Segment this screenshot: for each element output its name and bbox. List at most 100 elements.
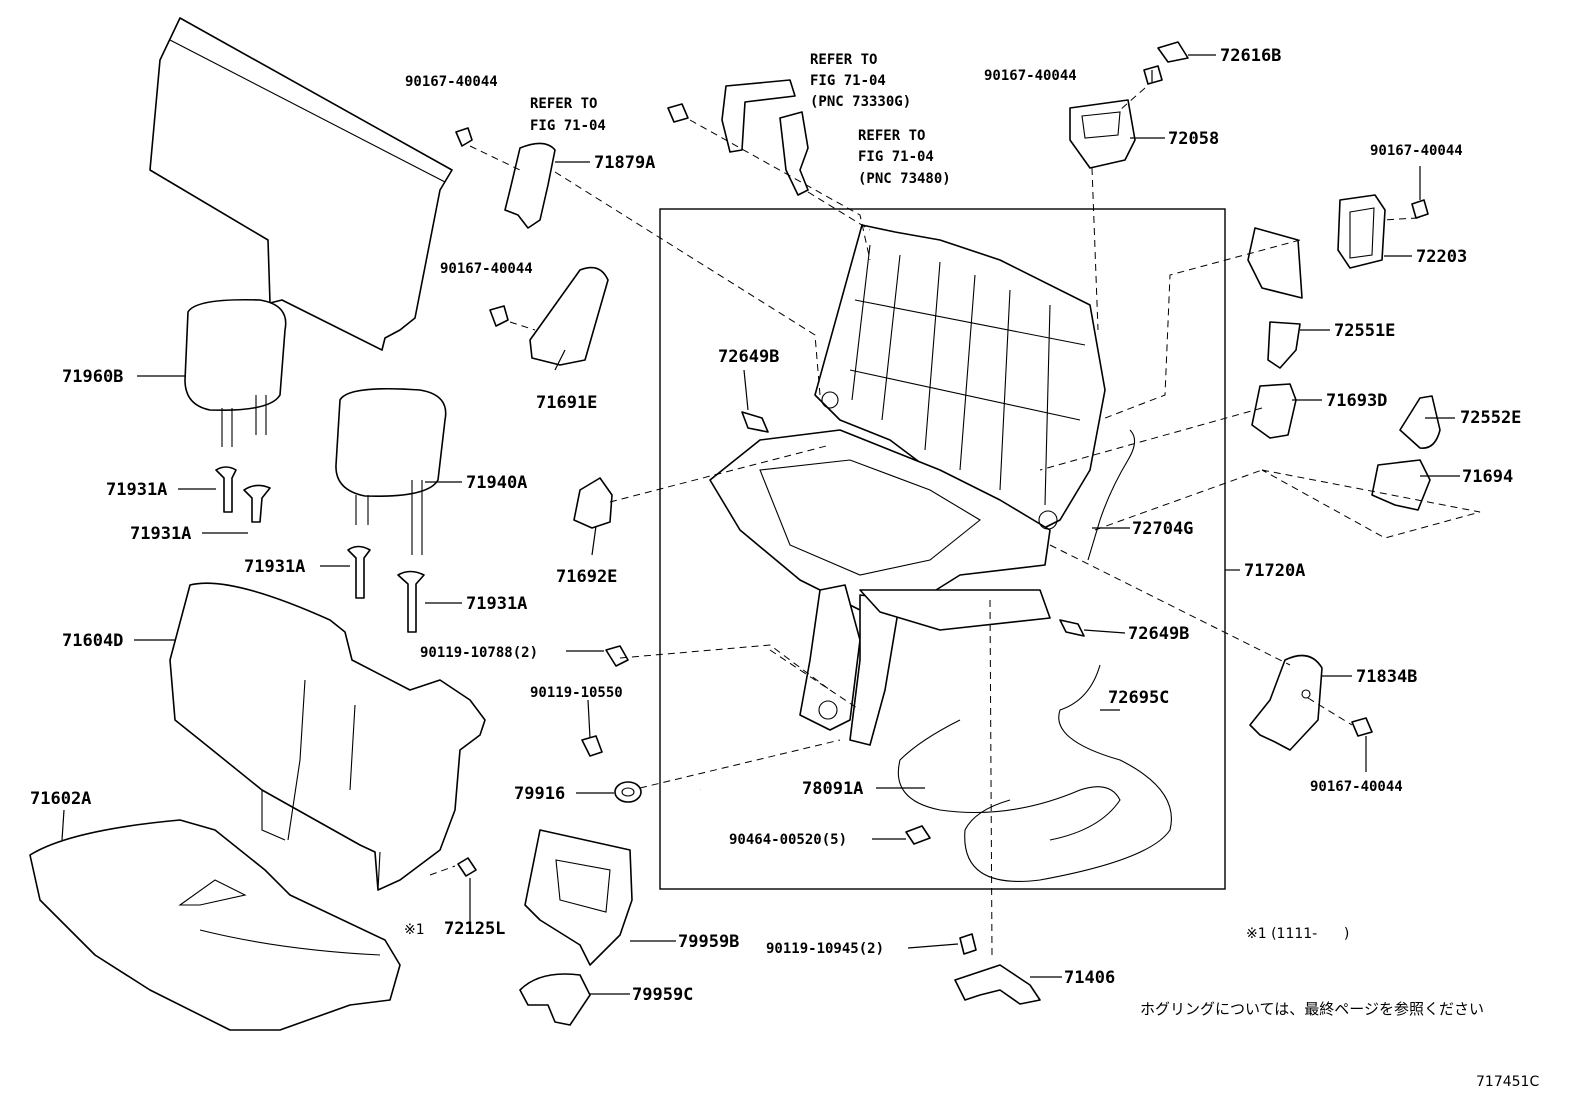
cover-71693D: [1251, 383, 1297, 439]
clip-90464: [905, 825, 931, 845]
ref3-line1: REFER TO: [858, 128, 925, 144]
label-71692E: 71692E: [556, 567, 617, 587]
spring-72649B-1: [741, 411, 769, 433]
solid-leaders: [61, 54, 1460, 995]
cable-78091A: [897, 719, 1121, 841]
label-72616B: [1157, 41, 1189, 63]
ref3-line2: FIG 71-04: [858, 149, 934, 165]
headrest-support-1: [215, 466, 237, 513]
cover-72058: [1069, 99, 1136, 169]
bolt-90167-3: [1143, 65, 1163, 85]
label-71931A-2: 71931A: [130, 524, 191, 544]
label-72203: 72203: [1416, 247, 1467, 267]
bracket-79959C: [519, 973, 591, 1026]
figure-code: 717451C: [1476, 1074, 1539, 1090]
label-71602A: 71602A: [30, 789, 91, 809]
seatbelt-buckle-73480: [779, 111, 809, 196]
label-71694: 71694: [1462, 467, 1513, 487]
label-71940A: 71940A: [466, 473, 527, 493]
ref1-line1: REFER TO: [530, 96, 597, 112]
clip-72125L: [457, 857, 477, 877]
label-79959C: 79959C: [632, 985, 693, 1005]
label-90167-40044-4: 90167-40044: [1370, 143, 1463, 159]
label-72551E: 72551E: [1334, 321, 1395, 341]
clip-ref: [667, 103, 689, 123]
label-note-mark: ※1: [404, 922, 425, 938]
label-71720A: 71720A: [1244, 561, 1305, 581]
label-72695C: 72695C: [1108, 688, 1169, 708]
cable-72704G: [1087, 429, 1136, 561]
label-90464-00520: 90464-00520(5): [729, 832, 847, 848]
label-72704G: 72704G: [1132, 519, 1193, 539]
bracket-71691E: [529, 266, 609, 366]
label-79916: 79916: [514, 784, 565, 804]
bracket-79959B: [524, 829, 633, 966]
label-72649B-2: 72649B: [1128, 624, 1189, 644]
clip-71692E: [573, 477, 613, 529]
bolt-90167-1: [455, 127, 473, 147]
part-labels: 71960B 71931A 71931A 71931A 71931A 71940…: [30, 46, 1521, 1005]
cover-71879A: [504, 142, 556, 229]
sheet-72203: [1247, 227, 1303, 299]
bolt-90119-10945: [959, 933, 977, 955]
bolt-90119-10788: [605, 645, 629, 667]
label-78091A: 78091A: [802, 779, 863, 799]
ref2-line2: FIG 71-04: [810, 73, 886, 89]
label-71834B: 71834B: [1356, 667, 1417, 687]
label-72552E: 72552E: [1460, 408, 1521, 428]
label-72058: 72058: [1168, 129, 1219, 149]
note-range: ※1 (1111- ): [1246, 926, 1349, 942]
japanese-note: ホグリングについては、最終ページを参照ください: [1140, 1000, 1484, 1018]
ref1-line2: FIG 71-04: [530, 118, 606, 134]
ref2-line1: REFER TO: [810, 52, 877, 68]
label-71931A-1: 71931A: [106, 480, 167, 500]
seat-cushion-71602A: [29, 819, 401, 1031]
frame-group-box: [659, 208, 1226, 890]
label-72125L: 72125L: [444, 919, 505, 939]
headrest-support-4: [397, 570, 425, 633]
seat-frame-71720A: [709, 224, 1106, 746]
label-71960B: 71960B: [62, 367, 123, 387]
seatbelt-73330G: [721, 79, 796, 153]
label-79959B: 79959B: [678, 932, 739, 952]
label-90167-40044-3: 90167-40044: [984, 68, 1077, 84]
cover-72551E: [1267, 321, 1301, 369]
bolt-90119-10550: [581, 735, 603, 757]
ref3-line3: (PNC 73480): [858, 171, 951, 187]
seatback-71604D: [169, 582, 486, 891]
label-90167-40044-5: 90167-40044: [1310, 779, 1403, 795]
label-71691E: 71691E: [536, 393, 597, 413]
seatback-board: [149, 17, 453, 351]
bolt-90167-2: [489, 305, 509, 327]
label-90119-10788: 90119-10788(2): [420, 645, 538, 661]
cover-72203: [1337, 194, 1386, 269]
headrest-71960B: [184, 298, 287, 447]
cover-72552E: [1399, 395, 1441, 449]
label-90119-10945: 90119-10945(2): [766, 941, 884, 957]
dashed-leaders: [429, 87, 1481, 956]
grommet-79916: [614, 781, 642, 803]
label-90167-40044-1: 90167-40044: [405, 74, 498, 90]
reference-notes: REFER TO FIG 71-04 REFER TO FIG 71-04 (P…: [530, 52, 951, 187]
label-71931A-3: 71931A: [244, 557, 305, 577]
label-71406: 71406: [1064, 968, 1115, 988]
cover-71834B: [1249, 654, 1323, 751]
label-71879A: 71879A: [594, 153, 655, 173]
bolt-90167-4: [1411, 199, 1429, 219]
cable-72695C: [964, 664, 1172, 882]
ref2-line3: (PNC 73330G): [810, 94, 911, 110]
headrest-71940A: [335, 387, 447, 555]
headrest-support-2: [243, 484, 271, 523]
headrest-support-3: [347, 545, 371, 599]
cover-71694: [1371, 459, 1431, 511]
label-71693D: 71693D: [1326, 391, 1387, 411]
spring-72649B-2: [1059, 619, 1085, 637]
label-72649B-1: 72649B: [718, 347, 779, 367]
label-71604D: 71604D: [62, 631, 123, 651]
label-72616B: 72616B: [1220, 46, 1281, 66]
bracket-71406: [954, 964, 1041, 1005]
label-71931A-4: 71931A: [466, 594, 527, 614]
bolt-90167-5: [1351, 717, 1373, 737]
